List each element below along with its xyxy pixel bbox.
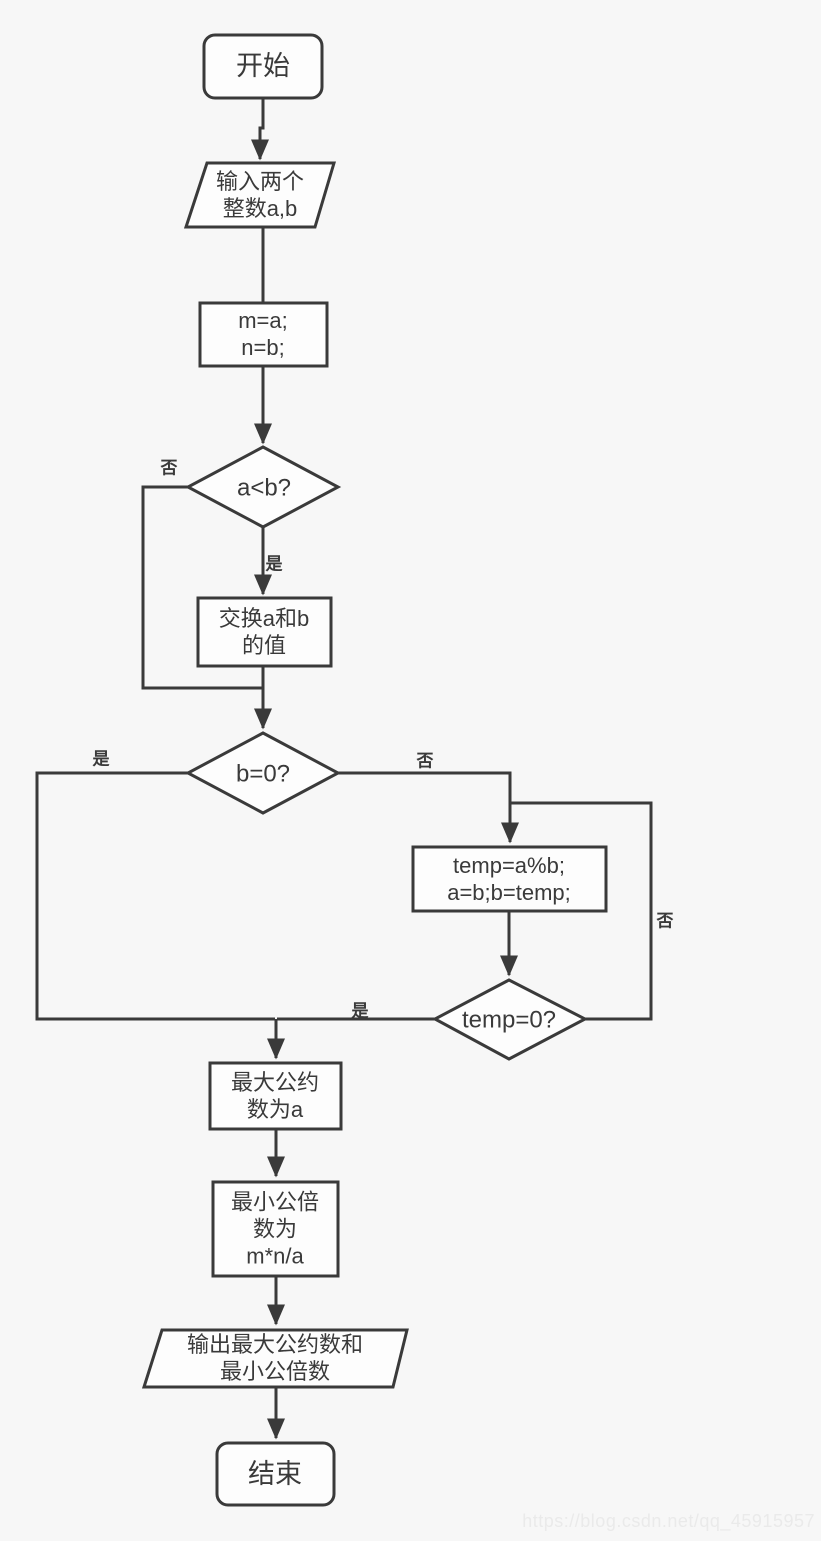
lcm-node-label: 最小公倍 数为 m*n/a [231,1189,319,1270]
lcm-node-shape [211,1180,340,1278]
init-node-shape [198,301,329,368]
mod-line-1: temp=a%b; [453,853,565,878]
gcd-node-shape [208,1061,343,1131]
output-line-1: 输出最大公约数和 [186,1332,364,1357]
mod-node-shape [411,845,608,913]
output-node-label: 输出最大公约数和 最小公倍数 [187,1331,363,1385]
swap-node-shape [196,596,333,668]
lcm-line-3: m*n/a [246,1243,304,1269]
bzero-decision-shape [184,731,342,815]
swap-node-label: 交换a和b 的值 [219,605,309,659]
edge-bzero-yes-long [35,771,275,1021]
lcm-line-2: 数为 [252,1216,298,1242]
swap-line-2: 的值 [241,633,287,658]
cmp-no-label: 否 [160,458,178,478]
input-node-shape [183,161,337,229]
input-line-2: 整数a,b [222,196,298,221]
swap-line-1: 交换a和b [218,606,310,631]
bzero-no-label: 否 [416,751,434,771]
tzero-decision-shape [431,978,589,1061]
mod-node-label: temp=a%b; a=b;b=temp; [447,852,571,906]
gcd-line-2: 数为a [246,1097,304,1122]
cmp-decision-shape [184,445,342,529]
bzero-decision-label: b=0? [235,760,291,788]
gcd-line-1: 最大公约 [230,1070,320,1095]
start-node-label: 开始 [236,51,290,81]
bzero-yes-label: 是 [92,749,110,769]
output-node-shape [141,1328,409,1389]
end-node-label: 结束 [248,1459,302,1489]
cmp-yes-label: 是 [265,554,283,574]
init-line-2: n=b; [241,335,285,360]
start-node-shape [202,33,324,100]
tzero-yes-label: 是 [351,1001,369,1021]
edge-cmp-no-bypass [141,485,263,690]
tzero-no-label: 否 [656,911,674,931]
gcd-node-label: 最大公约 数为a [231,1069,319,1123]
cmp-decision-label: a<b? [236,474,292,502]
csdn-watermark: https://blog.csdn.net/qq_45915957 [522,1511,815,1531]
init-line-1: m=a; [238,308,288,333]
tzero-decision-label: temp=0? [461,1006,557,1034]
edge-bzero-no-to-mod [337,771,519,844]
input-node-label: 输入两个 整数a,b [216,168,304,222]
lcm-line-1: 最小公倍 [230,1189,320,1215]
edge-tzero-no-loop [511,801,653,1021]
end-node-shape [215,1441,336,1507]
init-node-label: m=a; n=b; [238,307,288,361]
mod-line-2: a=b;b=temp; [447,880,571,905]
output-line-2: 最小公倍数 [219,1359,331,1384]
input-line-1: 输入两个 [215,169,305,194]
edge-start-to-input [251,98,269,161]
